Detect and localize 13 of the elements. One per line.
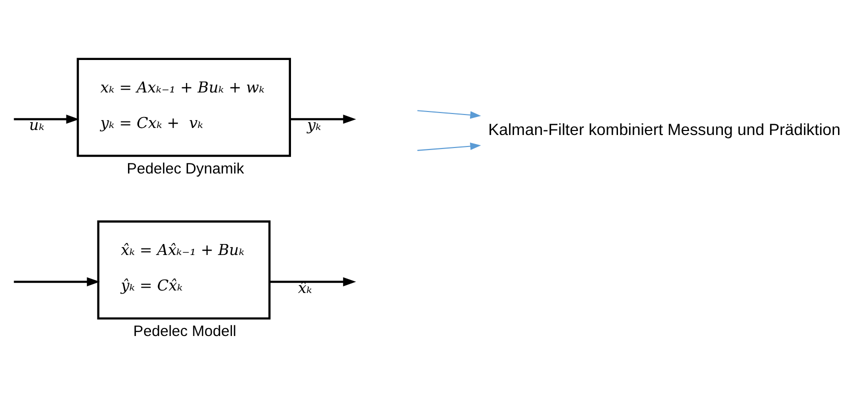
- node-text: Kalman-Filter kombiniert Messung und Prädiktion: [488, 120, 840, 139]
- arrow: [270, 277, 356, 286]
- arrow: [14, 277, 100, 286]
- node-label: Pedelec Dynamik: [126, 160, 244, 178]
- node-label: Pedelec Modell: [133, 322, 236, 340]
- arrow: [290, 114, 356, 124]
- node-box: x̂ₖ = Ax̂ₖ₋₁ + Buₖ ŷₖ = Cx̂ₖ: [97, 220, 271, 320]
- edge-label: yₖ: [307, 116, 322, 134]
- edge-label: uₖ: [29, 116, 44, 134]
- arrow: [417, 142, 482, 151]
- arrow: [417, 110, 482, 119]
- arrow: [14, 114, 80, 124]
- node-box: xₖ = Axₖ₋₁ + Buₖ + wₖ yₖ = Cxₖ + vₖ: [76, 58, 291, 157]
